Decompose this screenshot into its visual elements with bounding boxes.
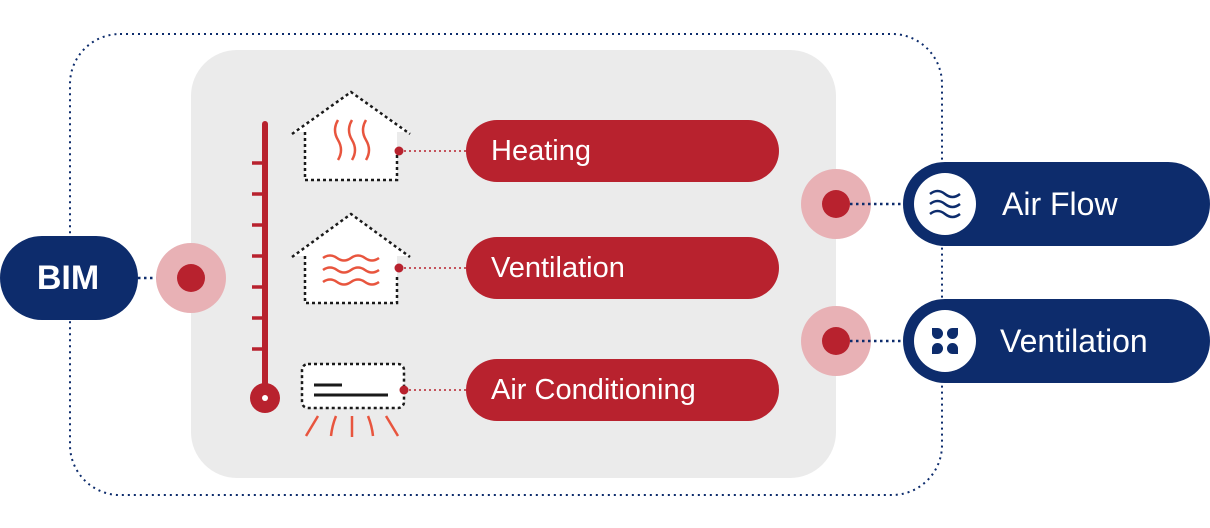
house-heat-waves-icon bbox=[291, 90, 411, 182]
hvac-item-air-conditioning[interactable]: Air Conditioning bbox=[466, 359, 779, 421]
hvac-item-label: Heating bbox=[491, 135, 591, 167]
thermometer-icon bbox=[250, 121, 280, 413]
bim-node: BIM bbox=[0, 236, 226, 320]
house-horizontal-airflow-icon bbox=[291, 212, 411, 305]
output-pill[interactable] bbox=[903, 162, 1210, 246]
output-air-flow: Air Flow bbox=[801, 162, 1210, 246]
output-connector-dot bbox=[822, 327, 850, 355]
output-ventilation: Ventilation bbox=[801, 299, 1210, 383]
hvac-item-heating[interactable]: Heating bbox=[466, 120, 779, 182]
hvac-item-label: Air Conditioning bbox=[491, 374, 696, 406]
output-label: Ventilation bbox=[1000, 323, 1148, 359]
hvac-item-ventilation[interactable]: Ventilation bbox=[466, 237, 779, 299]
wave-lines-icon bbox=[929, 189, 961, 219]
bim-label: BIM bbox=[37, 259, 99, 297]
outer-dotted-frame bbox=[69, 33, 943, 496]
hvac-connectors bbox=[394, 146, 466, 395]
output-icon-circle bbox=[914, 310, 976, 372]
hvac-item-label: Ventilation bbox=[491, 252, 625, 284]
bim-connector-dot bbox=[177, 264, 205, 292]
output-label: Air Flow bbox=[1002, 186, 1118, 222]
output-connector-dot bbox=[822, 190, 850, 218]
bim-pill[interactable] bbox=[0, 236, 138, 320]
output-pill[interactable] bbox=[903, 299, 1210, 383]
four-petal-fan-icon bbox=[932, 328, 958, 354]
